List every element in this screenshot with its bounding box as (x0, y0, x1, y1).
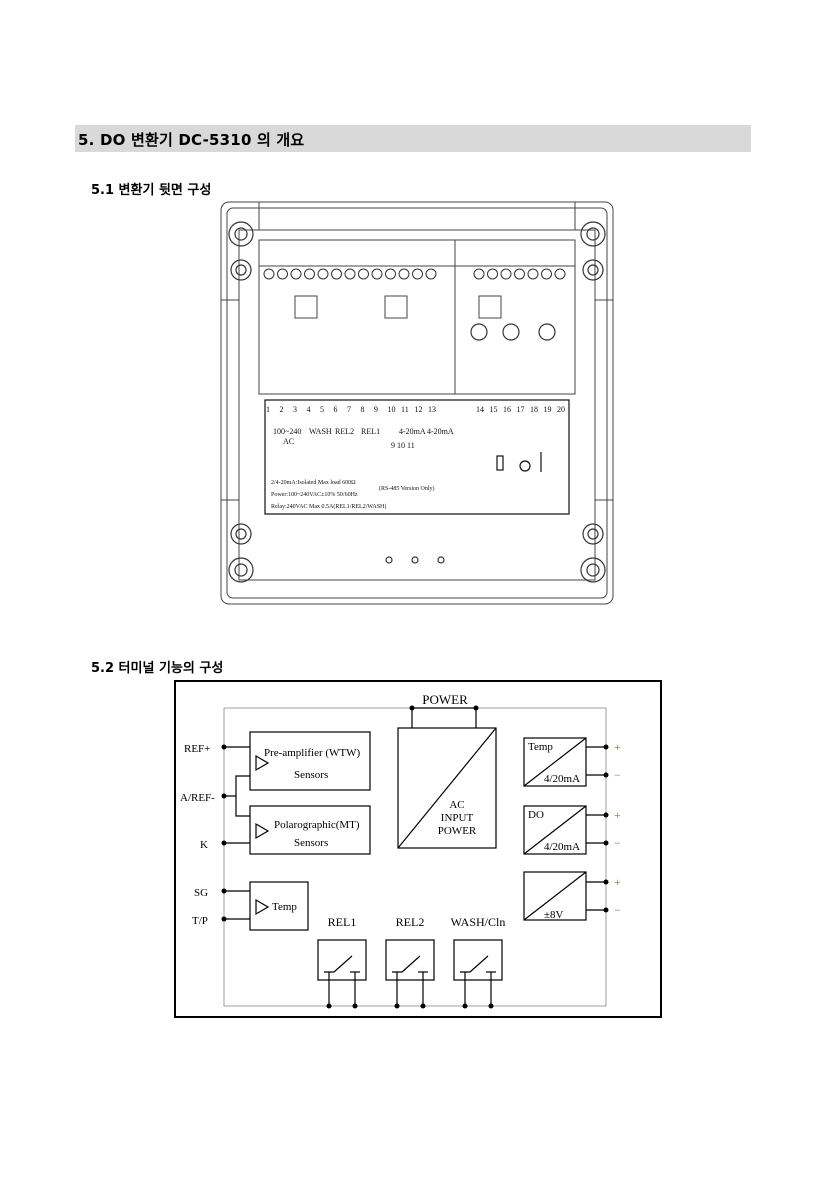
terminal-screw (398, 268, 410, 280)
sign-plus-3: + (614, 875, 621, 889)
terminal-number: 11 (401, 405, 409, 414)
temp-in-label: Temp (272, 901, 297, 913)
section-title: 5. DO 변환기 DC-5310 의 개요 (78, 131, 305, 149)
preamp-title: Pre-amplifier (WTW) (264, 747, 361, 759)
out-do-range: 4/20mA (544, 841, 580, 853)
terminal-number: 9 (374, 405, 378, 414)
label-aref-minus: A/REF- (180, 792, 215, 804)
sign-plus-2: + (614, 808, 621, 822)
terminal-screw (412, 268, 423, 280)
terminal-number: 20 (557, 405, 565, 414)
subsection-title-rear: 5.1 변환기 뒷면 구성 (91, 183, 212, 198)
label-ref-plus: REF+ (184, 743, 210, 755)
terminal-number: 17 (517, 405, 525, 414)
relay-label-rel2: REL2 (396, 915, 425, 929)
label-rel1: REL1 (361, 427, 380, 436)
sign-minus-3: − (614, 903, 621, 917)
section-header-bar (75, 125, 751, 152)
terminal-number: 8 (361, 405, 365, 414)
label-wash: WASH (309, 427, 332, 436)
note-3: Relay:240VAC Max 0.5A(REL1/REL2/WASH) (271, 503, 386, 510)
label-tp: T/P (192, 915, 208, 927)
terminal-number: 5 (320, 405, 324, 414)
terminal-number: 10 (388, 405, 396, 414)
terminal-screw (541, 268, 552, 280)
label-sg: SG (194, 887, 208, 899)
terminal-screw (527, 268, 539, 280)
terminal-screw (554, 268, 566, 280)
subsection-title-terminal: 5.2 터미널 기능의 구성 (91, 661, 224, 676)
terminal-screw (473, 268, 485, 280)
polaro-sensors: Sensors (294, 837, 328, 849)
terminal-screw (304, 268, 315, 280)
terminal-screw (487, 268, 498, 280)
terminal-screw (344, 268, 356, 280)
terminal-number: 15 (490, 405, 498, 414)
terminal-screw (358, 268, 369, 280)
terminal-screw (385, 268, 396, 280)
label-4-20-a: 4-20mA (399, 427, 426, 436)
terminal-number: 7 (347, 405, 351, 414)
terminal-number: 14 (476, 405, 484, 414)
label-4-20-b: 4-20mA (427, 427, 454, 436)
sign-minus-2: − (614, 836, 621, 850)
terminal-number: 19 (544, 405, 552, 414)
terminal-number: 18 (530, 405, 538, 414)
ac-label-3: POWER (438, 825, 477, 837)
terminal-screw (331, 268, 342, 280)
terminal-number: 13 (428, 405, 436, 414)
note-1: 2/4-20mA:Isolated Max load 600Ω (271, 480, 356, 486)
terminal-number: 2 (280, 405, 284, 414)
terminal-screw (317, 268, 329, 280)
label-ac-1: 100~240 (273, 427, 301, 436)
ac-label-2: INPUT (441, 812, 474, 824)
out-pm8v: ±8V (544, 909, 564, 921)
sign-minus-1: − (614, 768, 621, 782)
terminal-block-diagram: POWER REF+ A/REF- K SG T/P Pre-amplifier… (174, 680, 662, 1018)
terminal-number: 16 (503, 405, 511, 414)
sign-plus-1: + (614, 740, 621, 754)
terminal-screw (290, 268, 302, 280)
polaro-title: Polarographic(MT) (274, 819, 360, 831)
out-temp-range: 4/20mA (544, 773, 580, 785)
label-bus-numbers: 9 10 11 (391, 441, 415, 450)
label-rel2: REL2 (335, 427, 354, 436)
terminal-number: 1 (266, 405, 270, 414)
terminal-screw (263, 268, 275, 280)
terminal-screw (500, 268, 512, 280)
preamp-sensors: Sensors (294, 769, 328, 781)
terminal-screw (277, 268, 288, 280)
label-k: K (200, 839, 208, 851)
terminal-number: 4 (307, 405, 311, 414)
terminal-number: 3 (293, 405, 297, 414)
power-label: POWER (422, 692, 468, 707)
ac-label-1: AC (449, 799, 464, 811)
label-rs485: (RS-485 Version Only) (379, 485, 435, 492)
relay-label-wash: WASH/Cln (451, 915, 506, 929)
terminal-number: 6 (334, 405, 338, 414)
note-2: Power:100~240VAC±10% 50/60Hz (271, 492, 358, 498)
label-ac-2: AC (283, 437, 294, 446)
out-temp-title: Temp (528, 741, 553, 753)
terminal-screw (425, 268, 437, 280)
out-do-title: DO (528, 809, 544, 821)
relay-label-rel1: REL1 (328, 915, 357, 929)
terminal-screw (514, 268, 525, 280)
terminal-screw (371, 268, 383, 280)
terminal-number: 12 (415, 405, 423, 414)
